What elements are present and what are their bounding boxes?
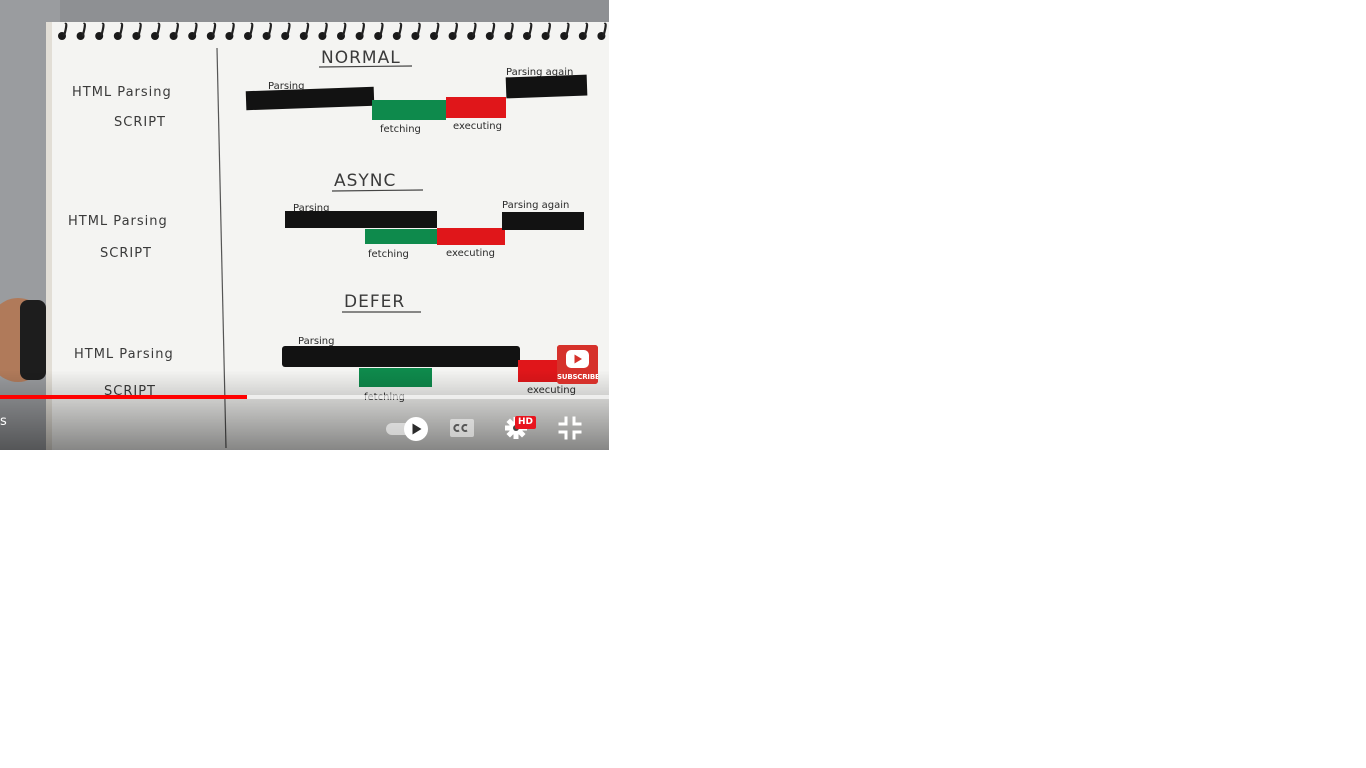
captions-button[interactable]: [444, 410, 480, 446]
spiral-ring: [267, 22, 272, 37]
bar-fetching-normal: [372, 100, 446, 120]
bar-fetching-defer: [359, 368, 432, 387]
section-title-normal: NORMAL: [321, 48, 401, 68]
spiral-ring: [416, 22, 421, 37]
spiral-ring: [286, 22, 291, 37]
exit-fullscreen-button[interactable]: [552, 410, 588, 446]
bar-parsing-async: [285, 211, 437, 228]
autoplay-toggle[interactable]: [384, 410, 432, 446]
bar-executing-normal: [446, 97, 506, 118]
spiral-ring: [118, 22, 124, 37]
progress-bar[interactable]: [0, 395, 609, 399]
label-parsing-again-normal: Parsing again: [506, 67, 573, 78]
captions-icon: [450, 419, 474, 437]
autoplay-toggle-icon: [386, 417, 428, 441]
spiral-ring: [509, 22, 514, 37]
bar-executing-defer: [518, 360, 560, 382]
spiral-ring: [527, 22, 533, 37]
subscribe-button[interactable]: SUBSCRIBE: [557, 345, 598, 384]
spiral-ring: [397, 22, 403, 37]
section-title-defer: DEFER: [344, 292, 405, 312]
label-parsing-async: Parsing: [293, 203, 330, 214]
bar-parsing-again-normal: [505, 74, 588, 99]
spiral-ring: [453, 22, 458, 37]
row-label-html-async: HTML Parsing: [68, 214, 168, 229]
spiral-ring: [211, 22, 217, 37]
spiral-ring: [546, 22, 551, 37]
settings-button[interactable]: HD: [498, 410, 536, 446]
label-fetching-normal: fetching: [380, 124, 421, 135]
spiral-ring: [472, 22, 477, 37]
label-executing-defer: executing: [527, 385, 576, 396]
spiral-ring: [379, 22, 384, 37]
spiral-ring: [174, 22, 179, 37]
spiral-ring: [100, 22, 105, 37]
bar-fetching-async: [365, 229, 439, 244]
spiral-ring: [565, 22, 570, 37]
section-title-async: ASYNC: [334, 171, 396, 191]
spiral-ring: [602, 22, 607, 37]
spiral-ring: [434, 22, 440, 37]
label-executing-async: executing: [446, 248, 495, 259]
row-label-html-defer: HTML Parsing: [74, 347, 174, 362]
video-player[interactable]: NORMAL HTML Parsing SCRIPT Parsing Parsi…: [0, 0, 609, 450]
spiral-ring: [248, 22, 254, 37]
row-label-html-normal: HTML Parsing: [72, 85, 172, 100]
label-fetching-defer: fetching: [364, 392, 405, 403]
label-fetching-async: fetching: [368, 249, 409, 260]
spiral-ring: [323, 22, 328, 37]
label-executing-normal: executing: [453, 121, 502, 132]
row-label-script-normal: SCRIPT: [114, 115, 166, 130]
bar-parsing-again-async: [502, 212, 584, 230]
time-display: s: [0, 414, 7, 429]
spiral-ring: [137, 22, 142, 37]
label-parsing-again-async: Parsing again: [502, 200, 569, 211]
subscribe-label: SUBSCRIBE: [557, 373, 598, 381]
row-label-script-async: SCRIPT: [100, 246, 152, 261]
spiral-binding: [58, 22, 607, 40]
hd-badge: HD: [514, 416, 536, 429]
player-controls: s: [0, 408, 609, 448]
bar-parsing-defer: [282, 346, 520, 367]
spiral-ring: [230, 22, 235, 37]
spiral-ring: [193, 22, 198, 37]
bar-parsing-normal: [245, 86, 375, 111]
exit-fullscreen-icon: [558, 416, 582, 440]
progress-played: [0, 395, 247, 399]
spiral-ring: [341, 22, 347, 37]
bar-executing-async: [437, 228, 505, 245]
spiral-ring: [62, 22, 68, 37]
label-parsing-normal: Parsing: [268, 81, 305, 92]
spiral-ring: [583, 22, 589, 37]
spiral-ring: [81, 22, 86, 37]
label-parsing-defer: Parsing: [298, 336, 335, 347]
spiral-ring: [304, 22, 310, 37]
video-frame: NORMAL HTML Parsing SCRIPT Parsing Parsi…: [0, 0, 609, 450]
spiral-ring: [155, 22, 161, 37]
youtube-logo-icon: [557, 345, 598, 384]
spiral-ring: [360, 22, 365, 37]
spiral-ring: [490, 22, 496, 37]
progress-buffered: [0, 395, 609, 399]
